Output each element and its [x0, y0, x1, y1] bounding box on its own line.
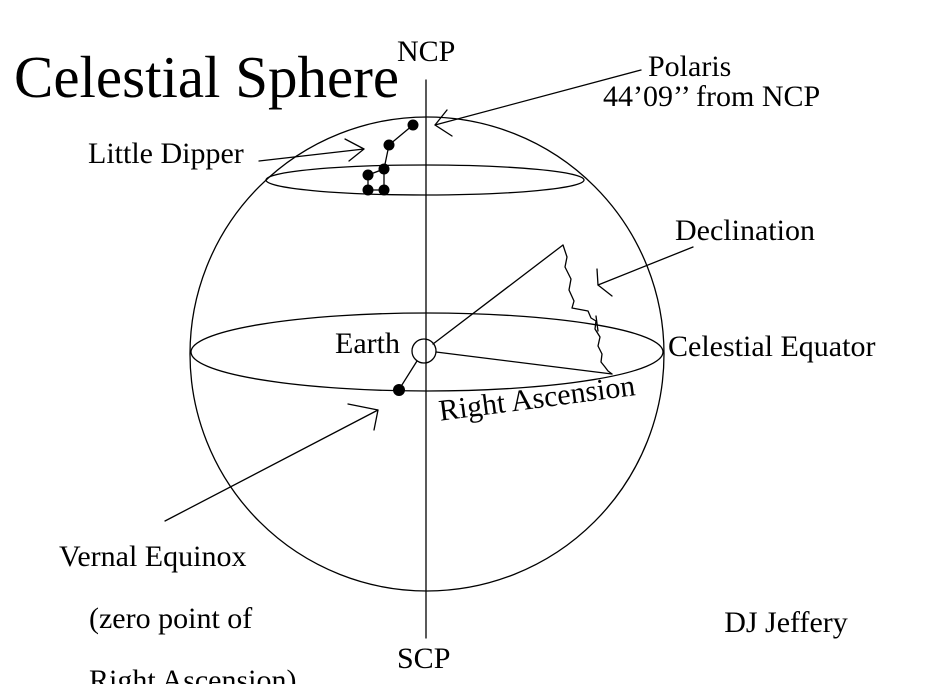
radius-to-star-line: [432, 244, 564, 345]
vernal-equinox-point: [393, 384, 405, 396]
polaris-arrowhead-icon: [434, 109, 453, 137]
credit-block: DJ Jeffery UNLV 2003: [706, 605, 883, 684]
star-dipper-bowl-4: [378, 184, 390, 196]
star-polaris: [407, 119, 419, 131]
radius-to-equator-point-line: [435, 351, 613, 375]
little-dipper-arrow-shaft: [258, 148, 365, 162]
polar-small-circle: [265, 164, 585, 196]
declination-arrow-shaft: [597, 246, 694, 286]
polaris-arrow-shaft: [434, 69, 642, 126]
declination-arc-tick: [595, 315, 599, 332]
label-earth: Earth: [335, 327, 400, 360]
credit-institution-year: UNLV 2003: [736, 678, 884, 684]
polaris-arrow: [434, 69, 642, 137]
declination-arrowhead-icon: [596, 268, 613, 297]
star-dipper-bowl-2: [362, 169, 374, 181]
little-dipper-arrowhead-icon: [344, 138, 365, 162]
page-title: Celestial Sphere: [14, 44, 400, 110]
declination-arrow: [596, 246, 694, 297]
label-vernal-equinox-line3: Right Ascension): [89, 664, 297, 684]
credit-author: DJ Jeffery: [724, 606, 848, 639]
label-ncp: NCP: [397, 35, 456, 68]
label-polaris: Polaris: [648, 50, 732, 83]
label-vernal-equinox: Vernal Equinox (zero point of Right Asce…: [59, 541, 297, 684]
label-declination: Declination: [675, 214, 815, 247]
label-little-dipper: Little Dipper: [88, 137, 244, 170]
label-polaris-distance: 44’09’’ from NCP: [603, 80, 821, 113]
label-celestial-equator: Celestial Equator: [668, 330, 876, 363]
vernal-equinox-arrowhead-icon: [347, 403, 379, 431]
label-vernal-equinox-line2: (zero point of: [89, 602, 253, 635]
star-dipper-bowl-1: [378, 163, 390, 175]
vernal-equinox-arrow: [164, 403, 379, 522]
declination-arc: [562, 244, 613, 375]
label-scp: SCP: [397, 642, 451, 675]
vernal-equinox-arrow-shaft: [164, 409, 379, 522]
radius-to-vernal-equinox-line: [399, 360, 418, 389]
earth-circle: [411, 338, 437, 364]
celestial-equator-ellipse: [190, 312, 664, 392]
label-vernal-equinox-line1: Vernal Equinox: [59, 540, 247, 573]
little-dipper-arrow: [258, 138, 365, 162]
star-dipper-bowl-3: [362, 184, 374, 196]
little-dipper-lines: [367, 124, 414, 191]
celestial-sphere-circle: [189, 116, 665, 592]
star-dipper-handle: [383, 139, 395, 151]
